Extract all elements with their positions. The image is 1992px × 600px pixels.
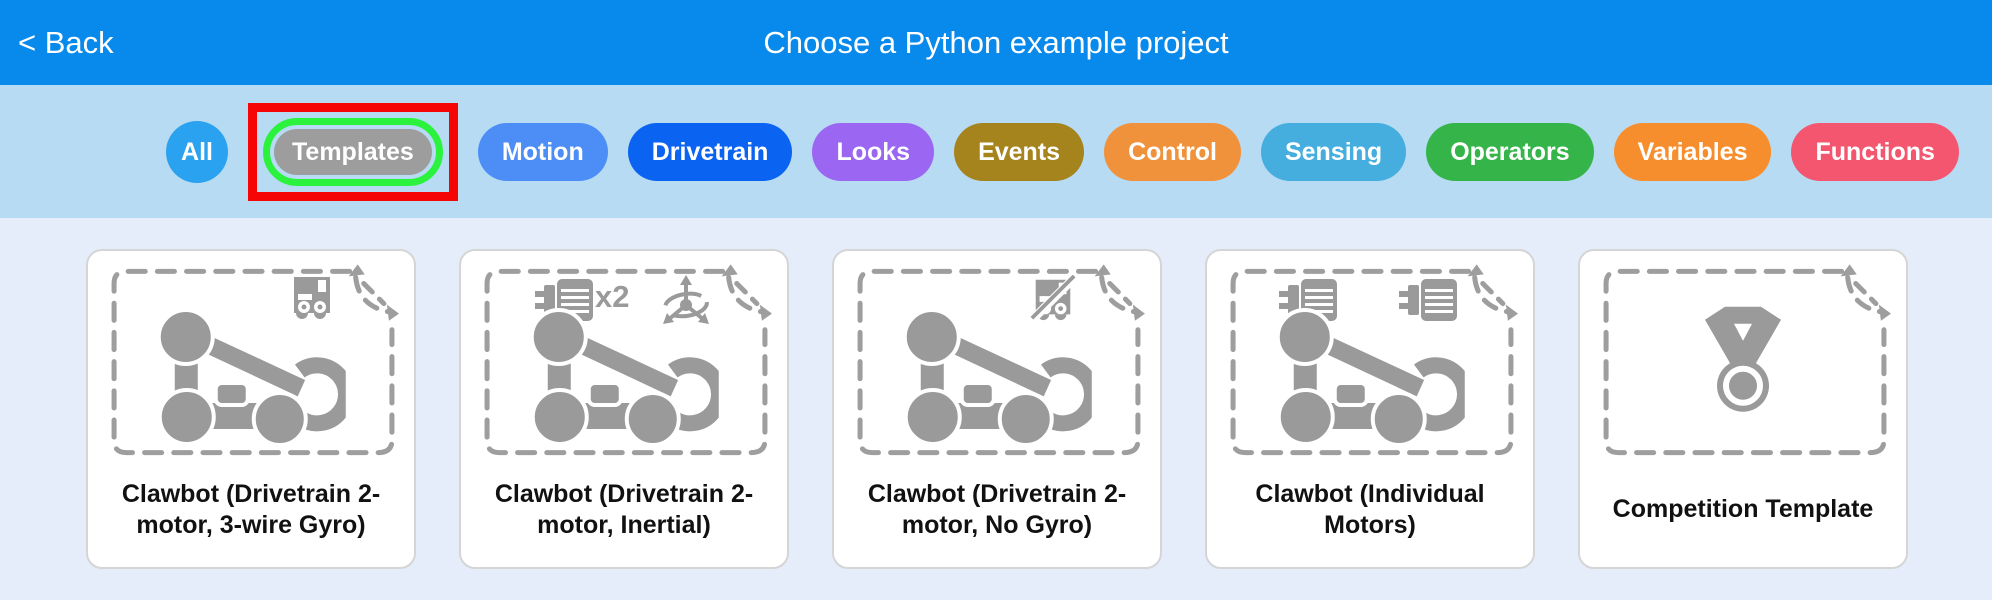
project-card-competition-template[interactable]: Competition Template: [1578, 249, 1908, 569]
filter-pill-all[interactable]: All: [166, 120, 228, 183]
template-frame: [1223, 263, 1517, 461]
filter-pill-drivetrain[interactable]: Drivetrain: [627, 122, 793, 181]
project-card-clawbot-no-gyro[interactable]: Clawbot (Drivetrain 2-motor, No Gyro): [832, 249, 1162, 569]
back-button[interactable]: < Back: [18, 24, 114, 60]
project-card-clawbot-inertial[interactable]: x2 Clawbot (Drivetrain 2-motor, Inertial…: [459, 249, 789, 569]
project-card-label: Clawbot (Drivetrain 2-motor, Inertial): [494, 479, 754, 540]
template-frame: [850, 263, 1144, 461]
project-card-label: Clawbot (Drivetrain 2-motor, No Gyro): [867, 479, 1127, 540]
filter-pill-motion[interactable]: Motion: [477, 122, 608, 181]
template-frame: [1596, 263, 1890, 461]
selection-annotation-box: Templates: [248, 102, 458, 201]
filter-pill-templates[interactable]: Templates: [274, 128, 432, 175]
filter-pill-events[interactable]: Events: [954, 122, 1085, 181]
template-frame: x2: [477, 263, 771, 461]
clawbot-robot-icon: [1259, 295, 1465, 447]
project-card-label: Clawbot (Drivetrain 2-motor, 3-wire Gyro…: [121, 479, 381, 540]
filter-pill-functions[interactable]: Functions: [1791, 122, 1959, 181]
project-card-grid: Clawbot (Drivetrain 2-motor, 3-wire Gyro…: [0, 218, 1992, 569]
selected-filter-ring: Templates: [263, 117, 443, 186]
page-title: Choose a Python example project: [763, 24, 1229, 60]
competition-medal-icon: [1683, 304, 1803, 416]
project-card-clawbot-3wire-gyro[interactable]: Clawbot (Drivetrain 2-motor, 3-wire Gyro…: [86, 249, 416, 569]
clawbot-robot-icon: [140, 295, 346, 447]
motor-count-label: x2: [595, 279, 630, 314]
clawbot-robot-icon: [513, 295, 719, 447]
filter-pill-looks[interactable]: Looks: [812, 122, 935, 181]
filter-pill-sensing[interactable]: Sensing: [1260, 122, 1407, 181]
template-frame: [104, 263, 398, 461]
clawbot-robot-icon: [886, 295, 1092, 447]
filter-pill-control[interactable]: Control: [1104, 122, 1241, 181]
project-card-clawbot-individual-motors[interactable]: Clawbot (Individual Motors): [1205, 249, 1535, 569]
project-card-label: Competition Template: [1612, 495, 1874, 524]
header: < Back Choose a Python example project: [0, 0, 1992, 85]
category-filter-bar: All Templates Motion Drivetrain Looks Ev…: [0, 85, 1992, 218]
project-card-label: Clawbot (Individual Motors): [1255, 479, 1485, 540]
filter-pill-operators[interactable]: Operators: [1426, 122, 1594, 181]
filter-pill-variables[interactable]: Variables: [1613, 122, 1772, 181]
